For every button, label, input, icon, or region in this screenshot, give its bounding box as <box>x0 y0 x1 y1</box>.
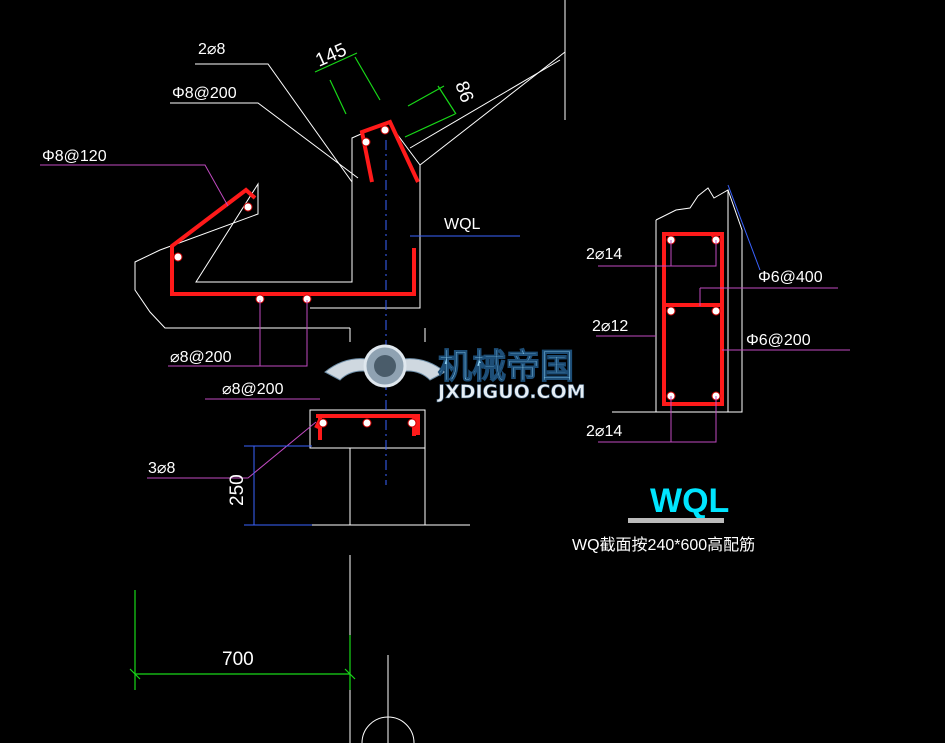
label-wql-bottom-bars: 2⌀14 <box>586 423 622 440</box>
label-bars-lintel: 3⌀8 <box>148 460 176 477</box>
dimensions-left <box>129 52 457 690</box>
rebar-left <box>170 119 420 440</box>
watermark-site: JXDIGUO.COM <box>436 381 586 403</box>
rebar-dots-left <box>173 125 417 428</box>
label-stirrup-top: Φ8@200 <box>172 85 237 102</box>
watermark-logo <box>324 344 446 388</box>
wql-title: WQL <box>650 482 729 520</box>
label-dim-700: 700 <box>222 649 254 670</box>
rebar-dots-wql <box>666 235 721 401</box>
label-wql-top-bars: 2⌀14 <box>586 246 622 263</box>
leaders-left <box>40 63 359 479</box>
label-dim-250: 250 <box>227 474 248 506</box>
label-wql-tag: WQL <box>444 216 481 233</box>
label-bars-top: 2⌀8 <box>198 41 226 58</box>
wql-note: WQ截面按240*600高配筋 <box>572 536 755 554</box>
label-bars-canopy-bottom: ⌀8@200 <box>170 349 232 366</box>
label-dim-86: 86 <box>450 79 477 106</box>
label-dim-145: 145 <box>312 39 350 71</box>
label-wql-stirrup-b: Φ6@200 <box>746 332 811 349</box>
rebar-wql <box>662 232 724 406</box>
label-stirrup-lintel: ⌀8@200 <box>222 381 284 398</box>
label-wql-stirrup-a: Φ6@400 <box>758 269 823 286</box>
wql-outline <box>612 187 743 413</box>
leaders-wql <box>596 240 850 443</box>
label-wql-mid-bars: 2⌀12 <box>592 318 628 335</box>
watermark-brand: 机械帝国 <box>438 347 574 387</box>
label-stirrup-canopy: Φ8@120 <box>42 148 107 165</box>
wql-title-underline <box>628 518 724 523</box>
wql-pointer-right <box>727 184 761 271</box>
